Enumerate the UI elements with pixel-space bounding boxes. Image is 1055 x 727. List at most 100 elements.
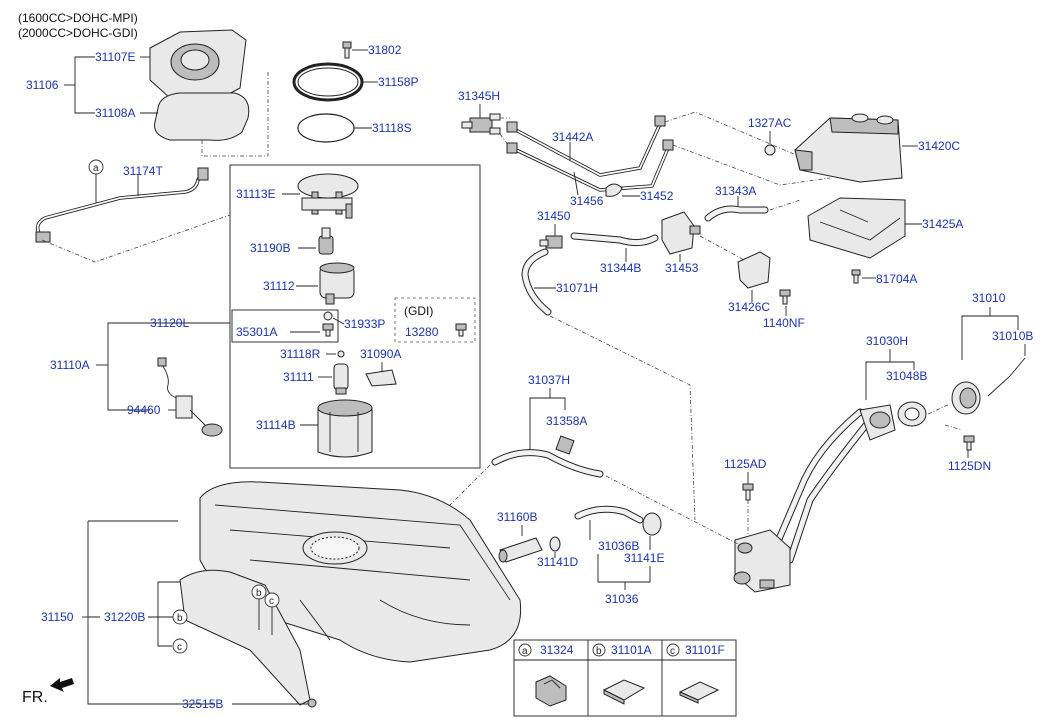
legend-c-letter: c xyxy=(670,646,675,657)
label-31452[interactable]: 31452 xyxy=(640,189,674,203)
legend-a-letter: a xyxy=(522,646,528,657)
canister-31420C xyxy=(794,113,903,183)
label-31036[interactable]: 31036 xyxy=(605,592,639,606)
callout-b-tank-text: b xyxy=(256,588,262,599)
label-1125DN[interactable]: 1125DN xyxy=(948,459,991,473)
label-31220B[interactable]: 31220B xyxy=(104,610,145,624)
gdi-box xyxy=(394,297,476,343)
label-31113E[interactable]: 31113E xyxy=(236,187,276,201)
sensor-13280 xyxy=(455,323,467,337)
label-31190B[interactable]: 31190B xyxy=(250,241,290,255)
fuel-pump-cover-plate xyxy=(149,29,247,99)
label-31010B[interactable]: 31010B xyxy=(992,329,1033,343)
label-31037H[interactable]: 31037H xyxy=(528,373,570,387)
label-31420C[interactable]: 31420C xyxy=(918,139,960,153)
label-31456[interactable]: 31456 xyxy=(570,194,604,208)
clamp-31358A xyxy=(555,435,575,455)
canister-bracket-31425A xyxy=(807,197,906,259)
legend-table xyxy=(513,639,737,717)
label-31118R[interactable]: 31118R xyxy=(280,347,321,361)
cap-tether-31010B xyxy=(987,357,1026,397)
label-1125AD[interactable]: 1125AD xyxy=(724,457,767,471)
label-31030H[interactable]: 31030H xyxy=(866,334,908,348)
label-31112[interactable]: 31112 xyxy=(263,279,295,293)
valve-31345H xyxy=(461,113,501,135)
label-94460[interactable]: 94460 xyxy=(127,403,161,417)
label-31343A[interactable]: 31343A xyxy=(715,184,756,198)
label-31114B[interactable]: 31114B xyxy=(256,418,296,432)
sensor-35301A xyxy=(322,323,334,337)
label-31160B[interactable]: 31160B xyxy=(497,510,537,524)
label-32515B[interactable]: 32515B xyxy=(182,697,223,711)
label-31425A[interactable]: 31425A xyxy=(922,217,963,231)
vent-hose-31037H xyxy=(491,449,604,478)
legend-b-letter: b xyxy=(596,646,602,657)
clip-31452 xyxy=(605,183,623,197)
fuel-level-sender-94460 xyxy=(157,357,223,437)
bolt-81704A xyxy=(851,269,861,284)
label-31442A[interactable]: 31442A xyxy=(552,130,593,144)
vapor-hose-31344B xyxy=(570,232,659,247)
label-81704A[interactable]: 81704A xyxy=(876,272,917,286)
callout-b-shield xyxy=(172,609,188,625)
reservoir-cup-31114B xyxy=(317,399,373,458)
label-31111[interactable]: 31111 xyxy=(283,370,314,384)
label-31071H[interactable]: 31071H xyxy=(556,281,598,295)
label-31107E[interactable]: 31107E xyxy=(95,50,135,64)
connector-31450 xyxy=(539,235,563,249)
fuel-filter-31112 xyxy=(319,262,355,305)
engine-note-gdi: (2000CC>DOHC-GDI) xyxy=(18,26,138,40)
label-31450[interactable]: 31450 xyxy=(537,209,571,223)
bracket-31426C xyxy=(737,251,771,289)
label-31110A[interactable]: 31110A xyxy=(50,358,90,372)
label-31344B[interactable]: 31344B xyxy=(600,261,641,275)
pad-31101F-icon xyxy=(678,681,720,704)
label-31174T[interactable]: 31174T xyxy=(123,164,163,178)
label-31358A[interactable]: 31358A xyxy=(546,414,587,428)
label-1327AC[interactable]: 1327AC xyxy=(748,116,792,130)
label-31010[interactable]: 31010 xyxy=(972,291,1006,305)
label-31108A[interactable]: 31108A xyxy=(95,106,135,120)
vapor-tube-31442A xyxy=(506,115,674,192)
label-31141D[interactable]: 31141D xyxy=(537,555,578,569)
label-35301A[interactable]: 35301A xyxy=(236,325,277,339)
fuel-pump-motor-31111 xyxy=(333,363,349,395)
vapor-hose-31071H xyxy=(521,248,552,316)
filler-pipe-31030H xyxy=(766,404,896,564)
callout-a-harness-text: a xyxy=(93,163,99,174)
label-31106[interactable]: 31106 xyxy=(26,78,59,92)
clamp-31141D xyxy=(549,536,561,552)
label-31802[interactable]: 31802 xyxy=(368,43,402,57)
label-31036B[interactable]: 31036B xyxy=(598,539,639,553)
label-31158P[interactable]: 31158P xyxy=(378,75,418,89)
bolt-31802 xyxy=(342,41,352,59)
label-31141E[interactable]: 31141E xyxy=(624,551,664,565)
label-31426C[interactable]: 31426C xyxy=(728,300,770,314)
bolt-1125AD xyxy=(742,483,754,501)
filler-gasket-31048B xyxy=(897,401,927,427)
front-direction-label: FR. xyxy=(22,689,48,706)
legend-c-part[interactable]: 31101F xyxy=(685,643,725,657)
label-13280[interactable]: 13280 xyxy=(405,325,439,339)
label-1140NF[interactable]: 1140NF xyxy=(763,316,805,330)
engine-note-mpi: (1600CC>DOHC-MPI) xyxy=(18,11,138,25)
pump-cover-gasket xyxy=(154,92,250,141)
legend-b-part[interactable]: 31101A xyxy=(611,643,651,657)
gdi-note: (GDI) xyxy=(404,304,433,318)
label-31150[interactable]: 31150 xyxy=(41,610,74,624)
label-31345H[interactable]: 31345H xyxy=(458,89,500,103)
clamp-31141E xyxy=(642,512,662,536)
legend-a-part[interactable]: 31324 xyxy=(540,643,574,657)
label-31933P[interactable]: 31933P xyxy=(344,317,385,331)
label-31048B[interactable]: 31048B xyxy=(886,369,927,383)
callout-c-tank-text: c xyxy=(269,596,274,607)
bolt-1125DN xyxy=(963,435,975,451)
bolt-1140NF xyxy=(779,289,791,305)
label-31453[interactable]: 31453 xyxy=(665,261,699,275)
bolt-32515B xyxy=(307,698,317,708)
lock-ring-31158P xyxy=(292,62,364,102)
label-31090A[interactable]: 31090A xyxy=(360,347,401,361)
pad-31101A-icon xyxy=(602,679,646,705)
label-31118S[interactable]: 31118S xyxy=(372,121,412,135)
label-31120L[interactable]: 31120L xyxy=(150,316,189,330)
